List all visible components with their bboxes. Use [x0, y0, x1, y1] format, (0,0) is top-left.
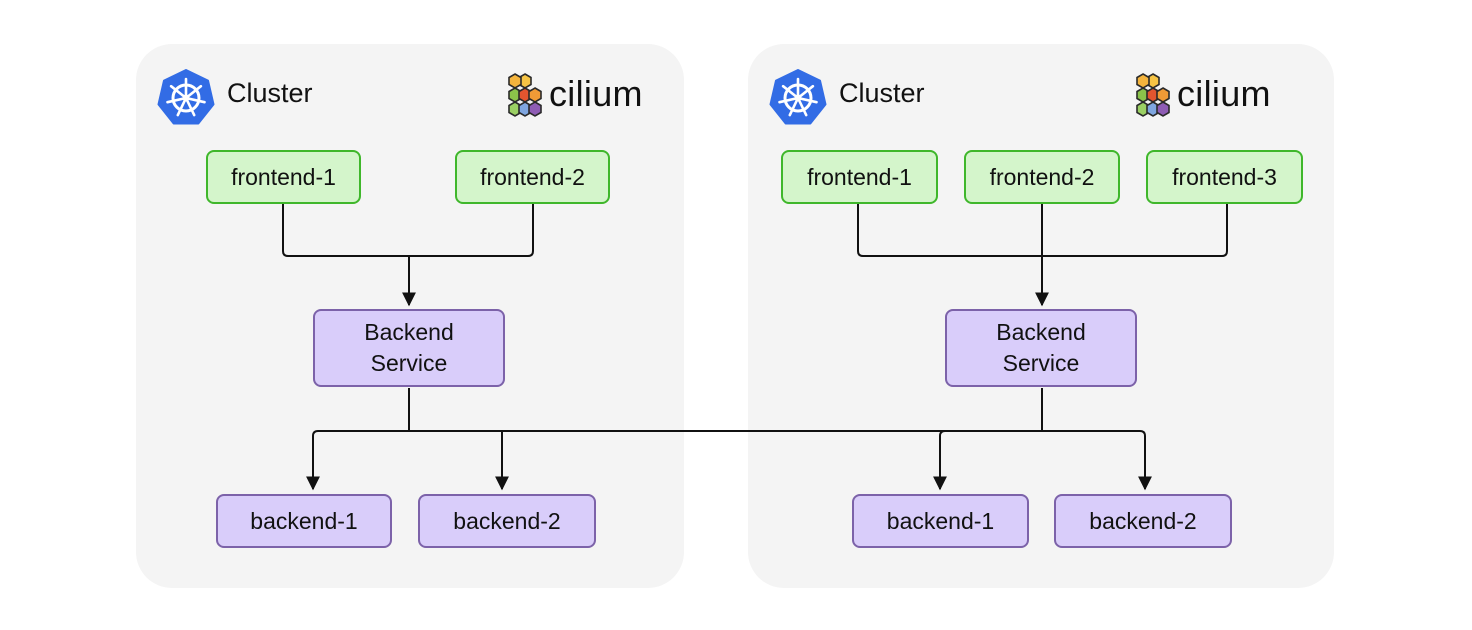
backend-service-node: Backend Service: [313, 309, 505, 387]
kubernetes-icon: [769, 69, 827, 125]
service-label-line1: Backend: [996, 319, 1086, 345]
kubernetes-icon: [157, 69, 215, 125]
backend-node: backend-1: [216, 494, 392, 548]
frontend-node: frontend-2: [455, 150, 610, 204]
frontend-node: frontend-2: [964, 150, 1120, 204]
backend-service-node: Backend Service: [945, 309, 1137, 387]
edge-to-right-backend-1: [940, 430, 945, 489]
cilium-logo-icon: [1136, 73, 1170, 117]
cilium-wordmark: cilium: [549, 73, 643, 114]
backend-node: backend-2: [1054, 494, 1232, 548]
backend-node: backend-2: [418, 494, 596, 548]
cluster-label: Cluster: [839, 78, 925, 108]
edge-to-left-backend-1: [313, 430, 318, 489]
service-label-line1: Backend: [364, 319, 454, 345]
edge-left-frontends: [282, 204, 534, 257]
frontend-node: frontend-3: [1146, 150, 1303, 204]
frontend-node: frontend-1: [206, 150, 361, 204]
service-label-line2: Service: [370, 350, 448, 376]
frontend-node: frontend-1: [781, 150, 938, 204]
cluster-label: Cluster: [227, 78, 313, 108]
edge-to-right-backend-2: [1138, 430, 1152, 491]
cilium-logo-icon: [508, 73, 542, 117]
service-label-line2: Service: [1002, 350, 1080, 376]
cilium-wordmark: cilium: [1177, 73, 1271, 114]
backend-node: backend-1: [852, 494, 1029, 548]
